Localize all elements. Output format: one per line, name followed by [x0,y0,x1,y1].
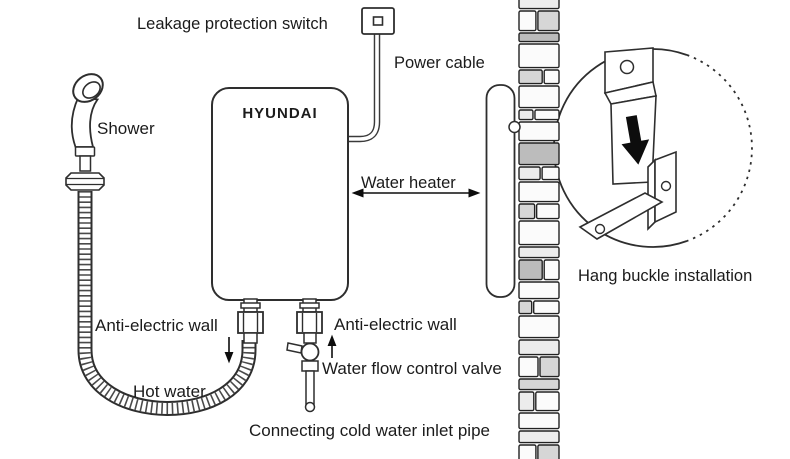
mounting-plate [485,84,521,298]
brick [518,43,560,69]
leakage-protection-switch [361,7,395,35]
label-power-cable: Power cable [394,54,485,72]
mounting-hook [508,120,521,134]
brick [518,281,560,300]
water-flow-control-valve [286,342,320,372]
valve-direction-up-arrow-icon [327,334,337,358]
brick [518,356,539,378]
power-cable [344,33,381,143]
brick [541,166,560,181]
bracket-screw-hole [619,59,635,75]
label-water-heater: Water heater [361,174,456,192]
label-cold-water-inlet-pipe: Connecting cold water inlet pipe [249,421,490,440]
shower-hose [77,191,257,416]
label-anti-electric-wall-right: Anti-electric wall [334,315,457,334]
brick [518,121,560,142]
brick [518,203,536,220]
cold-water-inlet-pipe [304,370,316,413]
shower-head [65,73,105,191]
brick [533,300,560,315]
brick [518,69,543,85]
brick [518,32,560,43]
hang-buckle-inset [553,47,753,248]
brick [543,259,560,281]
label-hot-water: Hot water [133,382,206,401]
brick [518,166,541,181]
brick [539,356,560,378]
pipe-end [304,401,316,413]
brick [543,69,560,85]
water-heater-span-double-arrow-icon [351,188,481,198]
bracket-screw-hole [660,180,672,192]
brick [537,10,560,32]
brick [518,315,560,339]
label-leakage-protection-switch: Leakage protection switch [137,15,328,33]
hang-buckle-upper-bracket [603,47,657,185]
brick [518,10,537,32]
hot-water-outlet-fitting [237,298,264,344]
label-anti-electric-wall-left: Anti-electric wall [95,316,218,335]
label-hang-buckle-installation: Hang buckle installation [578,267,752,285]
labels: Leakage protection switch Power cable Sh… [95,15,752,440]
brick [518,142,560,166]
brick [518,0,560,10]
brick [518,378,560,391]
brick [518,109,534,121]
label-shower: Shower [97,119,155,138]
hang-buckle-slide-down-arrow-icon [621,115,650,165]
valve-body [300,342,320,362]
shower-face [82,81,101,99]
valve-lever [286,342,303,354]
brick [535,391,560,412]
brick [518,444,537,459]
brick [518,339,560,356]
brick [518,181,560,203]
brick [518,220,560,246]
brick [518,391,535,412]
brand-logo: HYUNDAI [242,105,317,122]
bracket-screw-hole [594,223,606,235]
brick [534,109,560,121]
hang-buckle-lower-bracket [578,150,677,240]
brick [537,444,560,459]
water-heater-unit: HYUNDAI [211,87,349,344]
brick [518,300,533,315]
inset-circle-dotted-edge [686,54,753,242]
cold-water-inlet-fitting [296,298,323,344]
label-water-flow-control-valve: Water flow control valve [322,359,502,378]
hose-nut [65,172,105,191]
hot-water-direction-down-arrow-icon [224,337,234,364]
brick-wall [518,0,560,459]
hose-ribs [79,191,255,414]
brick [535,203,560,220]
brick [518,85,560,109]
brick [518,259,543,281]
shower-handle [70,96,100,148]
switch-button [372,16,384,26]
brick [518,412,560,430]
brick [518,246,560,259]
brick [518,430,560,444]
